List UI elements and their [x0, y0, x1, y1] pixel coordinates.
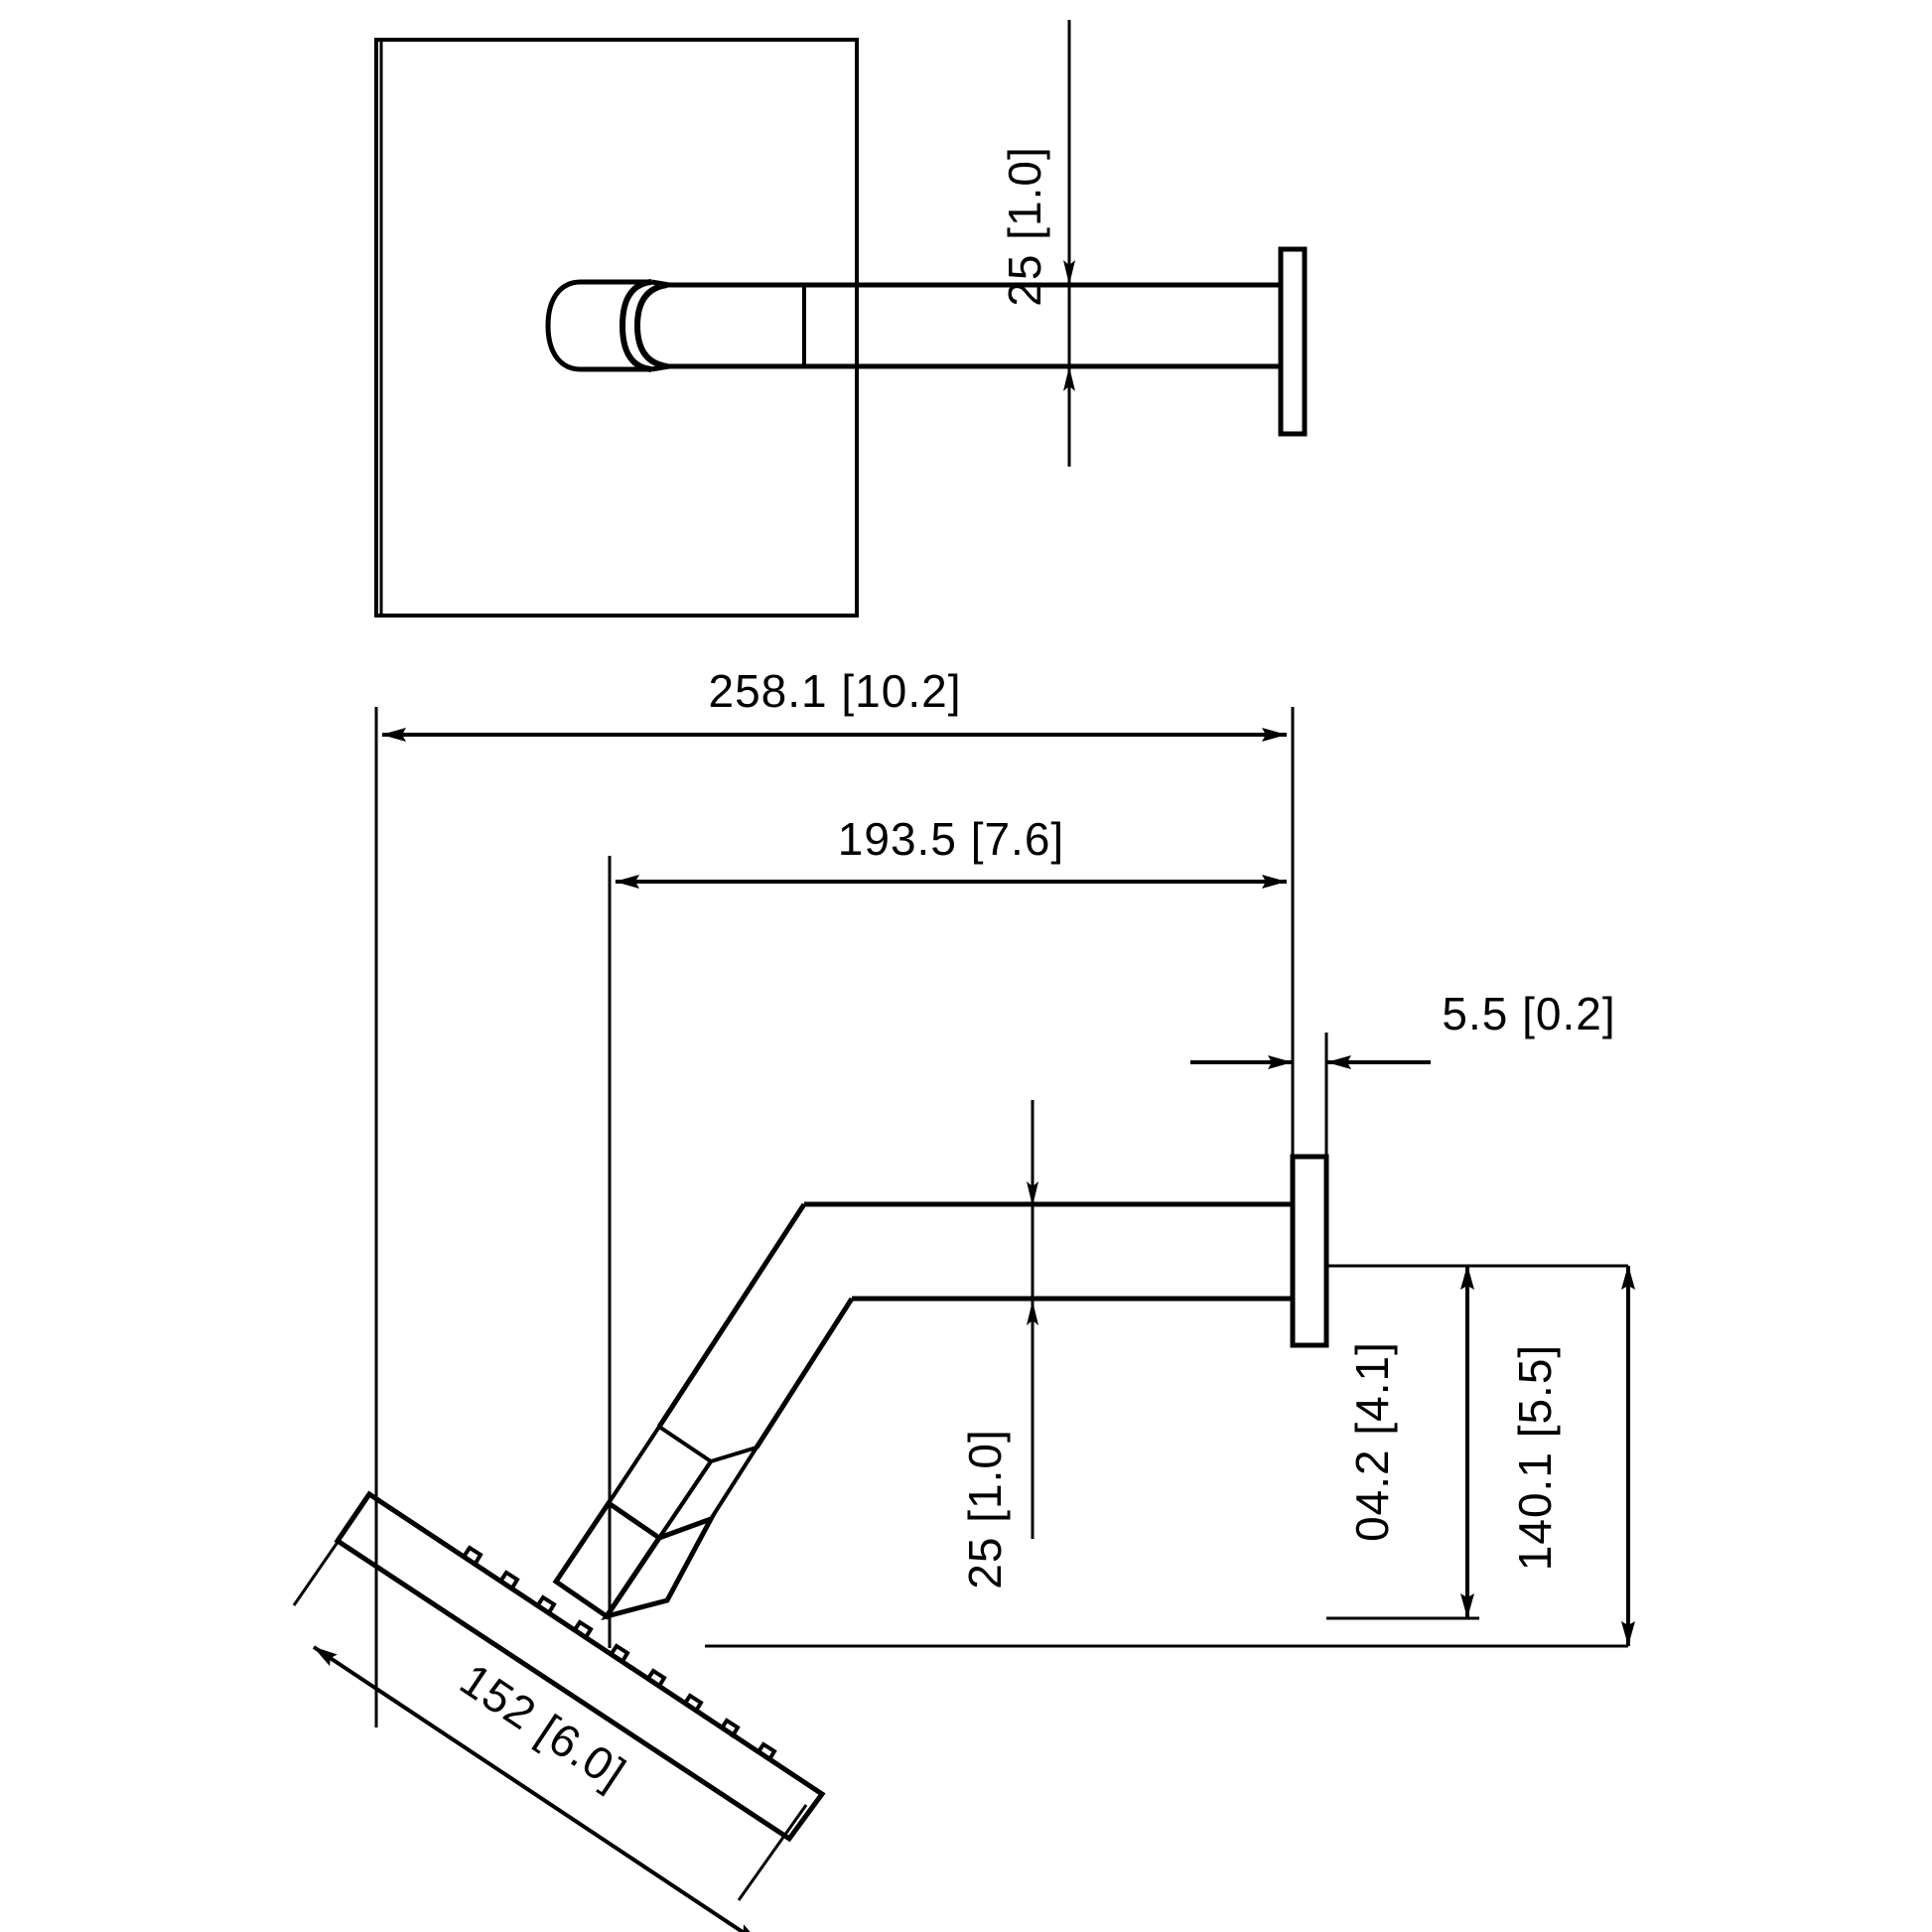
side-view-end-flange — [1290, 1154, 1329, 1348]
dim-drop-to-head-center — [1326, 1265, 1479, 1620]
dim-label-drop-to-head-center: 04.2 [4.1] — [1346, 1341, 1398, 1542]
top-view-arm-tube — [667, 282, 1281, 369]
side-view-arm — [656, 1201, 1293, 1449]
top-view-wall-plate — [374, 38, 859, 618]
dim-label-arm-projection: 193.5 [7.6] — [838, 813, 1064, 865]
dim-label-side-arm-diameter: 25 [1.0] — [959, 1429, 1011, 1588]
top-view-end-flange — [1278, 246, 1308, 437]
dim-label-top-arm-diameter: 25 [1.0] — [999, 146, 1050, 306]
top-view-escutcheon-cap — [545, 279, 670, 372]
side-view-head-coupling — [552, 1424, 761, 1621]
side-view-geometry — [334, 1092, 1329, 1843]
dim-label-flange-thickness: 5.5 [0.2] — [1442, 988, 1615, 1039]
top-view-group — [374, 20, 1308, 618]
dim-head-face-width — [292, 1508, 808, 1932]
dim-label-overall-drop: 140.1 [5.5] — [1509, 1344, 1561, 1571]
dim-label-overall-projection: 258.1 [10.2] — [709, 665, 962, 717]
